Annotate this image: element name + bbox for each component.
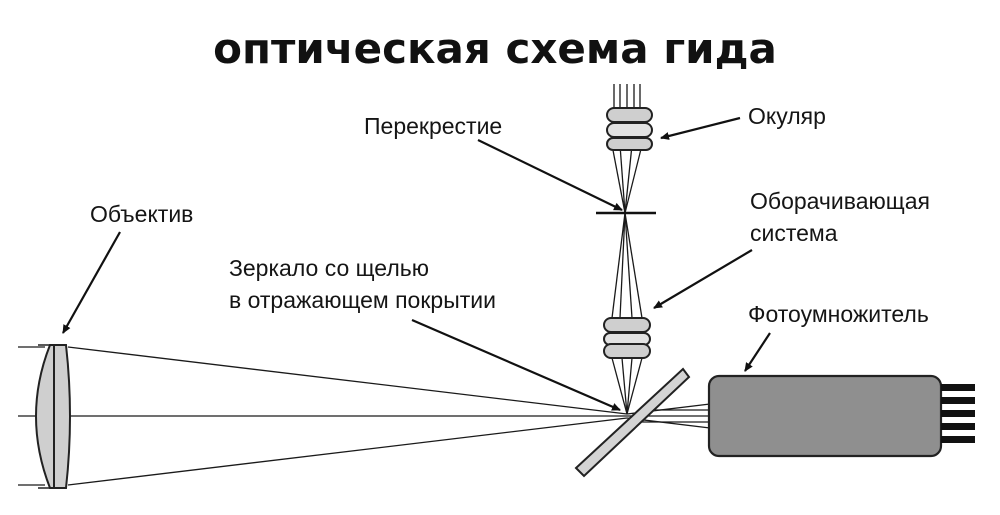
- objective-lens: [35, 344, 71, 489]
- label-relay-line2: система: [750, 220, 838, 246]
- leader-pmt: [744, 332, 771, 372]
- eyepiece-lenses: [606, 107, 653, 151]
- relay-system-lenses: [603, 317, 651, 359]
- label-crosshair: Перекрестие: [364, 113, 502, 139]
- photomultiplier-pins: [941, 384, 975, 443]
- leader-crosshair: [477, 139, 623, 211]
- leader-objective: [62, 231, 121, 334]
- leader-eyepiece: [660, 116, 741, 140]
- label-mirror-line2: в отражающем покрытии: [229, 287, 496, 313]
- slit-mirror: [574, 367, 691, 478]
- leader-mirror: [411, 318, 621, 412]
- label-mirror-line1: Зеркало со щелью: [229, 255, 429, 281]
- vertical-beam: [611, 84, 643, 415]
- converging-rays: [67, 346, 628, 486]
- diagram-title: оптическая схема гида: [213, 24, 777, 73]
- incoming-rays: [18, 346, 45, 486]
- leader-lines: [62, 116, 771, 412]
- label-objective: Объектив: [90, 201, 193, 227]
- label-eyepiece: Окуляр: [748, 103, 826, 129]
- label-relay-line1: Оборачивающая: [750, 188, 930, 214]
- photomultiplier: [707, 374, 975, 458]
- label-pmt: Фотоумножитель: [748, 301, 929, 327]
- leader-relay: [653, 249, 753, 309]
